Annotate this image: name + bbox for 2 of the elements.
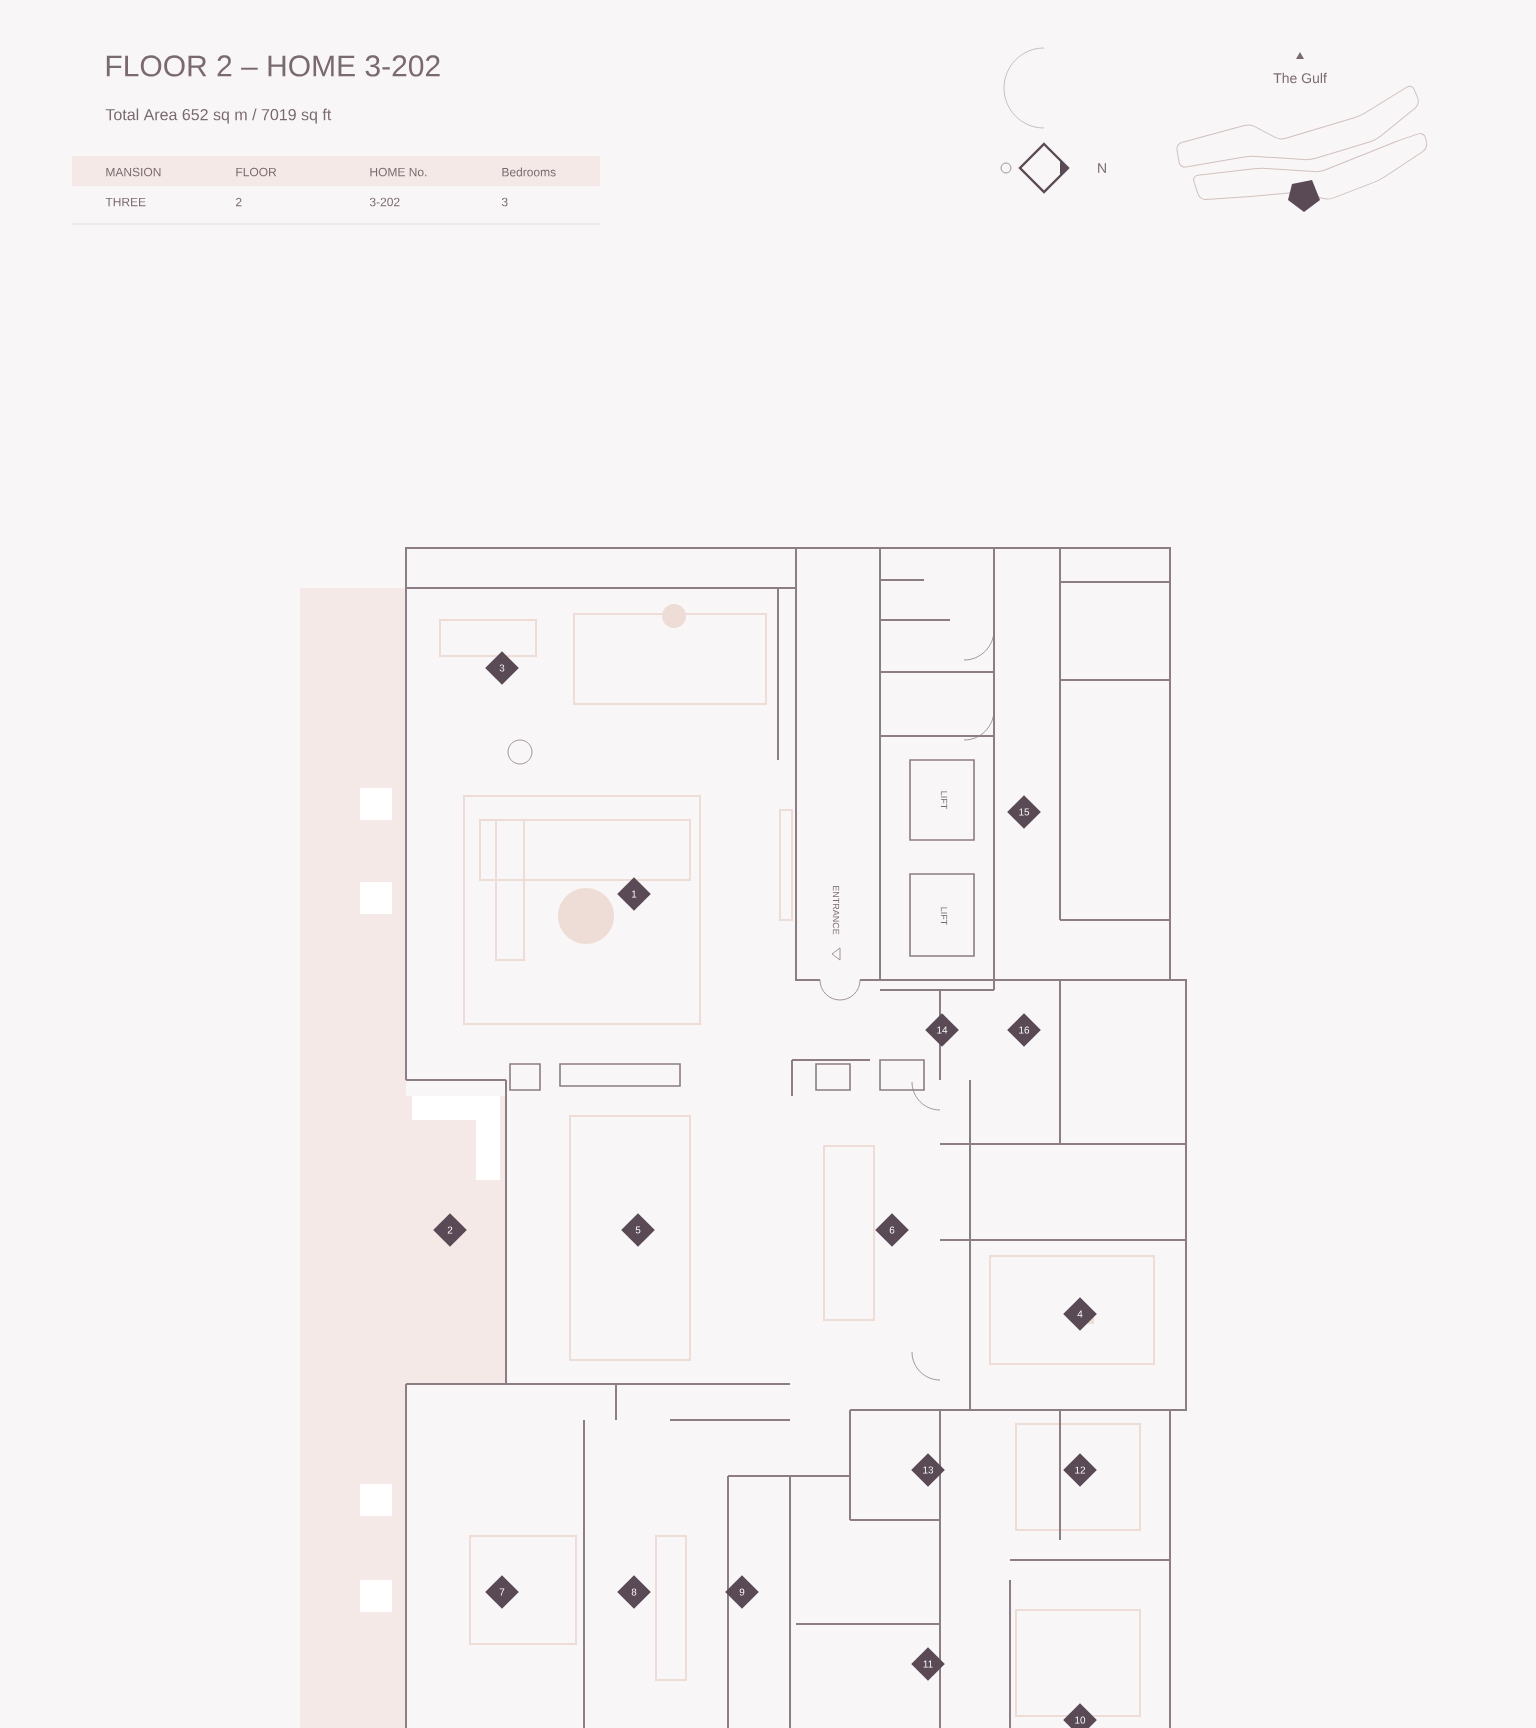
title: FLOOR 2 – HOME 3-202	[106, 55, 440, 77]
area-text: Total Area 652 sq m / 7019 sq ft	[105, 108, 332, 124]
